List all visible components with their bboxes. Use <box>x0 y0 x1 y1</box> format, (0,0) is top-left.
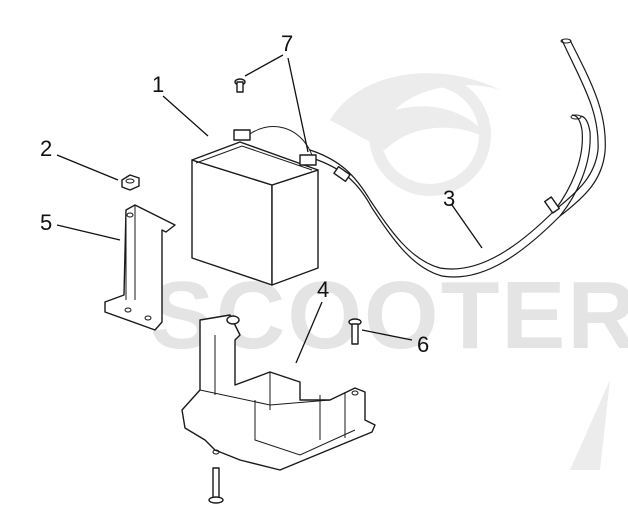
callout-5: 5 <box>40 210 52 235</box>
callout-4: 4 <box>317 277 329 302</box>
terminal-bolts <box>234 78 246 93</box>
leader-lines <box>56 54 483 364</box>
callout-2: 2 <box>40 136 52 161</box>
battery <box>191 126 319 286</box>
hold-down-bracket <box>104 204 176 331</box>
battery-tray <box>181 314 376 471</box>
callout-3: 3 <box>443 186 455 211</box>
callout-6: 6 <box>417 332 429 357</box>
callout-7: 7 <box>281 31 293 56</box>
tray-bolt <box>348 318 362 345</box>
breather-hose <box>309 38 606 278</box>
callout-1: 1 <box>152 72 164 97</box>
callout-labels: 1 2 3 4 5 6 7 <box>40 31 455 357</box>
bottom-bolt <box>208 467 224 504</box>
nut <box>121 174 140 191</box>
